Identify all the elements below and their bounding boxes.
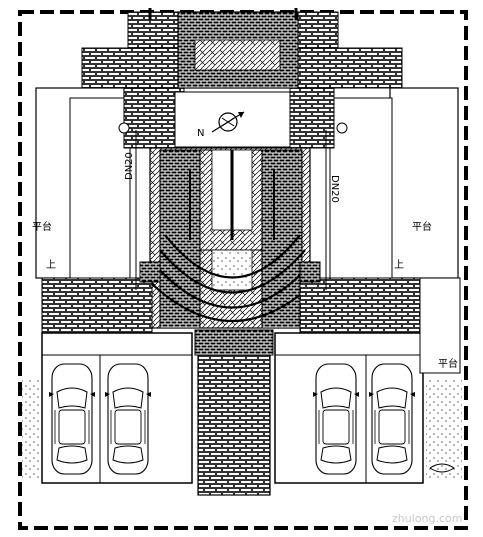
right-platform-brick <box>299 277 421 334</box>
left-platform-brick <box>41 277 153 334</box>
car-2-icon <box>104 363 152 475</box>
platform-label-left: 平台 <box>32 220 52 233</box>
pipe-label-right: DN20 <box>329 175 340 203</box>
up-label-left: 上 <box>46 259 56 271</box>
north-arrow-icon <box>211 111 245 133</box>
pipe-label-left: DN20 <box>124 152 135 180</box>
north-label: N <box>197 128 204 139</box>
platform-label-right: 平台 <box>412 220 432 233</box>
car-3-icon <box>312 363 360 475</box>
car-1-icon <box>48 363 96 475</box>
watermark: zhulong.com <box>392 512 462 525</box>
up-label-right: 上 <box>394 259 404 271</box>
central-walkway <box>197 354 271 496</box>
curved-steps <box>149 234 316 322</box>
platform-label-lower-right: 平台 <box>438 357 458 370</box>
car-4-icon <box>368 363 416 475</box>
right-house <box>389 87 459 279</box>
